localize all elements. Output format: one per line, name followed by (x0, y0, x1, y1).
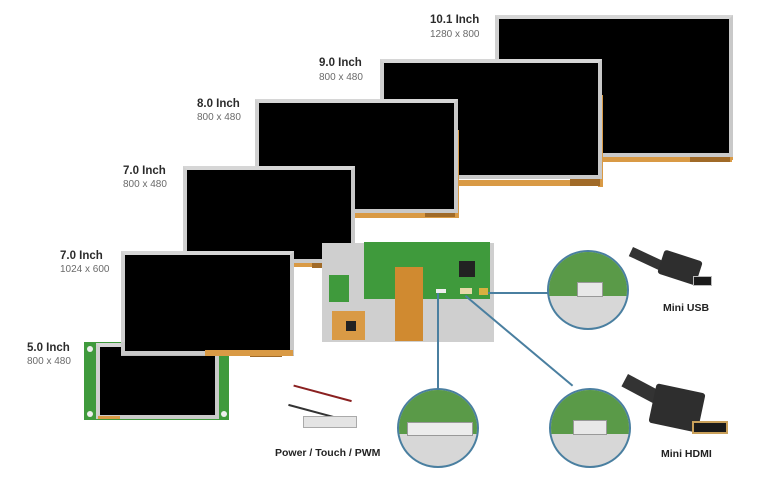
fpc-cable (456, 180, 602, 186)
callout-line-power (437, 293, 439, 389)
display-resolution-label: 800 x 480 (123, 179, 167, 190)
callout-line-usb (488, 292, 550, 294)
usb-connector (479, 288, 488, 295)
mini-hdmi-port-icon (573, 420, 607, 435)
display-size-label: 8.0 Inch (197, 98, 240, 110)
fpc-connector (570, 179, 600, 186)
mini-usb-port-callout (547, 250, 629, 330)
display-resolution-label: 800 x 480 (197, 112, 241, 123)
display-resolution-label: 800 x 480 (319, 72, 363, 83)
power-touch-pwm-label: Power / Touch / PWM (275, 447, 381, 459)
mount-hole (87, 411, 93, 417)
mount-hole (221, 411, 227, 417)
display-resolution-label: 1024 x 600 (60, 264, 110, 275)
adapter-pcb (329, 275, 349, 302)
mount-hole (87, 346, 93, 352)
controller-chip (459, 261, 475, 277)
power-connector (436, 289, 446, 293)
hdmi-plug-tip (692, 421, 728, 434)
display-size-label: 7.0 Inch (123, 165, 166, 177)
lcd-panel (121, 251, 294, 355)
display-size-label: 5.0 Inch (27, 342, 70, 354)
power-port-callout (397, 388, 479, 468)
touch-chip (346, 321, 356, 331)
fpc-cable (600, 156, 732, 162)
flex-cable (395, 267, 423, 341)
mini-usb-port-icon (577, 282, 603, 297)
display-size-label: 7.0 Inch (60, 250, 103, 262)
fpc-connector (690, 155, 730, 162)
fpc-cable (350, 212, 458, 218)
display-resolution-label: 800 x 480 (27, 356, 71, 367)
display-resolution-label: 1280 x 800 (430, 29, 480, 40)
fpc-cable (98, 416, 120, 419)
display-size-label: 9.0 Inch (319, 57, 362, 69)
fpc-cable (266, 261, 354, 267)
mini-usb-label: Mini USB (663, 302, 710, 314)
panel-screen-overlap (125, 342, 290, 351)
pin-header-icon (407, 422, 473, 436)
connector-housing (303, 416, 357, 428)
usb-plug-tip (693, 276, 712, 286)
display-size-label: 10.1 Inch (430, 14, 480, 26)
hdmi-connector (460, 288, 472, 294)
fpc-cable (205, 350, 293, 356)
mini-hdmi-label: Mini HDMI (661, 448, 712, 460)
fpc-connector (425, 210, 455, 217)
mini-hdmi-port-callout (549, 388, 631, 468)
